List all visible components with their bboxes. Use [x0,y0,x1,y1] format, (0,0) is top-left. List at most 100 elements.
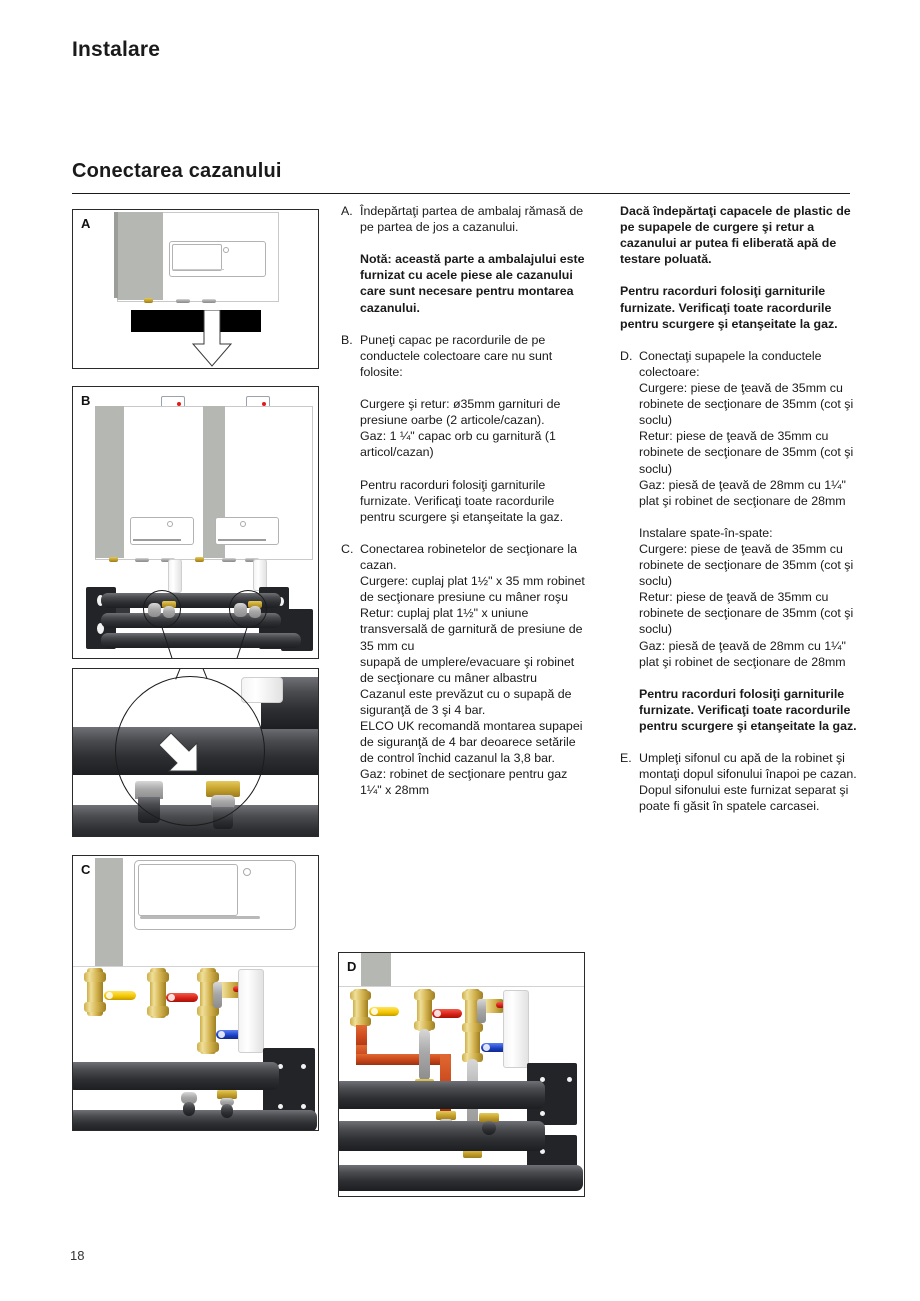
boiler-return-stub [202,299,216,303]
boiler-right-gas-stub [195,557,204,562]
figure-d-valves-on-manifold: D [338,952,585,1197]
boiler-knob-icon-c [243,868,251,876]
running-head: Instalare [72,38,161,61]
bracket-bolt-c2-icon [301,1064,306,1069]
item-e-para-1: Umpleţi sifonul cu apă de la robinet şi … [639,751,857,814]
title-divider [72,193,850,194]
instruction-item-d: D. Conectaţi supapele la conductele cole… [620,348,864,734]
item-b-para-1: Puneţi capac pe racordurile de pe conduc… [360,332,553,379]
manifold-pipe-d-middle [339,1121,545,1151]
bracket-bolt-c1-icon [278,1064,283,1069]
manifold-socket-c-brass-lower [221,1104,233,1118]
boiler-base-line-c [73,966,318,967]
gas-valve-collar-bottom [84,1002,106,1012]
boiler-side-edge [114,212,118,298]
boiler-right-flow-stub [222,558,236,562]
boiler-display-c [138,864,238,916]
manifold-brass-c [217,1090,237,1099]
flow-valve-collar-bottom [147,1006,169,1016]
gas-valve-handle-pivot-icon-d [371,1008,378,1015]
flow-valve-handle-pivot-icon [168,994,175,1001]
text-column-right: Dacă îndepărtaţi capacele de plastic de … [620,203,864,815]
boiler-left-flow-stub [135,558,149,562]
figure-d-label: D [347,959,357,974]
flow-valve-collar-bottom-d [414,1021,435,1030]
boiler-display [172,244,222,271]
item-b-para-2: Curgere şi retur: ø35mm garnituri de pre… [360,397,561,460]
figure-detail-magnified-connection [72,668,319,837]
manifold-pipe-c-top [73,1062,279,1090]
return-pipe-manifold-fitting [463,1149,482,1158]
boiler-left-panel-line [133,539,181,541]
boiler-left-gas-stub [109,557,118,562]
detail-magnifier-circle [115,676,265,826]
item-marker-a: A. [341,204,353,218]
instruction-item-a: A. Îndepărtaţi partea de ambalaj rămasă … [341,203,587,316]
item-c-para-1: Conectarea robinetelor de secţionare la … [360,541,585,798]
siphon-pipe-d [503,990,529,1068]
item-d-para-2: Instalare spate-în-spate: Curgere: piese… [639,525,854,669]
item-marker-d: D. [620,348,633,363]
siphon-pipe-left [168,559,182,593]
bracket-bolt-d2-icon [567,1077,572,1082]
boiler-side-panel-c [95,858,123,966]
gas-valve-handle-yellow[interactable] [104,991,136,1000]
gas-pipe-manifold-fitting [436,1111,456,1120]
return-valve-handle-pivot-icon-d [483,1044,490,1051]
text-column-middle: A. Îndepărtaţi partea de ambalaj rămasă … [341,203,587,798]
gas-valve-handle-pivot-icon [106,992,113,999]
return-valve-collar-bottom [197,1042,219,1052]
bracket-bolt-r1-icon [278,597,284,606]
boiler-side-panel-d [361,953,391,986]
flow-valve-collar-top-d [414,991,435,1000]
boiler-panel-line [172,269,224,270]
item-marker-c: C. [341,541,354,556]
boiler-flow-stub [176,299,190,303]
bracket-bolt-l2-icon [97,623,104,634]
instruction-item-b: B. Puneţi capac pe racordurile de pe con… [341,332,587,525]
return-valve-collar-top-d [462,991,483,1000]
manifold-socket-c-brass [220,1098,234,1106]
warning-block: Dacă îndepărtaţi capacele de plastic de … [620,203,864,332]
bracket-bolt-c3-icon [278,1104,283,1109]
detail-siphon-pipe [241,677,283,703]
fill-drain-handle-red-d[interactable] [496,1002,505,1008]
gas-pipe-horizontal [356,1054,451,1065]
manifold-pipe-bottom [101,633,301,648]
item-a-para-1: Îndepărtaţi partea de ambalaj rămasă de … [360,204,584,235]
bracket-bolt-d3-icon [540,1111,545,1116]
manifold-socket-c-plain-lower [183,1102,195,1116]
item-marker-e: E. [620,751,632,766]
gas-valve-handle-yellow-d[interactable] [369,1007,399,1016]
figure-a-packaging-removal: A [72,209,319,369]
manifold-socket-c-plain [181,1092,197,1104]
flow-valve-collar-top [147,972,169,982]
item-b-para-3: Pentru racorduri folosiţi garniturile fu… [360,477,564,524]
manifold-pipe-d-bottom [339,1165,583,1191]
manifold-pipe-c-bottom [73,1110,317,1130]
boiler-side-panel [117,212,163,300]
flow-valve-handle-red[interactable] [166,993,198,1002]
boiler-base-line-d [339,986,584,987]
bracket-bolt-l1-icon [97,595,104,606]
return-valve-collar-bottom-d [462,1053,483,1062]
figure-c-isolation-valves: C [72,855,319,1131]
gas-valve-collar-bottom-d [350,1017,371,1026]
siphon-pipe-c [238,969,264,1053]
figure-b-two-boilers: B [72,386,319,659]
return-valve-handle-pivot-icon [218,1031,225,1038]
figure-a-label: A [81,216,91,231]
figure-c-label: C [81,862,91,877]
return-valve-handle-blue[interactable] [216,1030,248,1039]
item-d-para-3: Pentru racorduri folosiţi garniturile fu… [639,686,857,733]
return-valve-handle-blue-d[interactable] [481,1043,511,1052]
flow-valve-handle-red-d[interactable] [432,1009,462,1018]
boiler-right-panel-line [218,539,266,541]
warning-para-2: Pentru racorduri folosiţi garniturile fu… [620,284,838,331]
manifold-brass-d [479,1113,499,1122]
boiler-right-return-stub [245,558,259,562]
boiler-left-knob-icon [167,521,173,527]
manifold-socket-d [482,1121,496,1135]
return-valve-collar-mid [197,1006,219,1016]
